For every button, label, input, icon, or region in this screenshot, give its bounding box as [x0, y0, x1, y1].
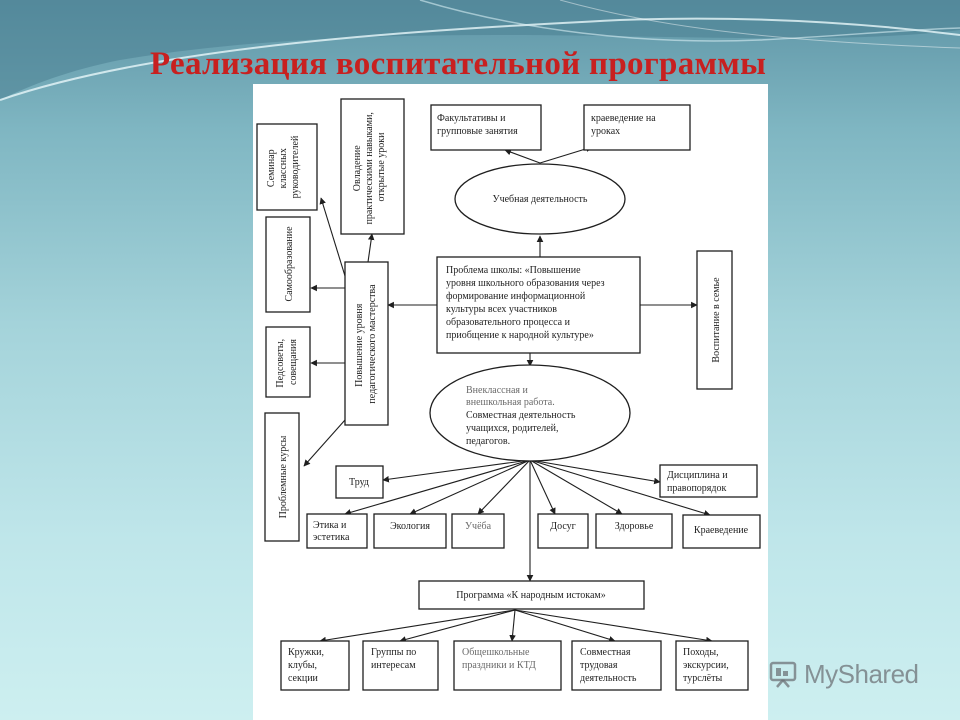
presentation-board-icon	[769, 661, 797, 688]
interest-groups-label: Группы по интересам	[371, 647, 419, 671]
electives-label: Факультативы и групповые занятия	[437, 113, 518, 137]
school-holidays-label: Общешкольные праздники и КТД	[462, 647, 536, 671]
clubs-label: Кружки, клубы, секции	[288, 647, 327, 684]
hikes-box	[675, 640, 749, 691]
local-history-label: Краеведение	[694, 525, 749, 536]
extracurricular-node	[429, 364, 631, 462]
councils-label: Педсоветы, совещания	[275, 336, 299, 387]
family-education-label: Воспитание в семье	[711, 277, 722, 363]
program-label: Программа «К народным истокам»	[456, 590, 605, 601]
school-holidays-box	[453, 640, 562, 691]
program-box	[418, 580, 645, 610]
study-direction-box	[451, 513, 505, 549]
ecology-box	[373, 513, 447, 549]
study-activity-node	[454, 163, 626, 235]
problem-courses-box	[264, 412, 300, 542]
leisure-label: Досуг	[550, 521, 575, 532]
pedagogical-mastery-label: Повышение уровня педагогического мастерс…	[354, 284, 378, 404]
councils-box	[265, 326, 311, 398]
flowchart: Факультативы и групповые занятия краевед…	[256, 98, 761, 691]
self-education-label: Самообразование	[284, 226, 295, 302]
local-history-box	[682, 514, 761, 549]
self-education-box	[265, 216, 311, 313]
local-history-lessons-box	[583, 104, 691, 151]
extracurricular-label: Внеклассная и внешкольная работа. Совмес…	[466, 385, 578, 447]
electives-box	[430, 104, 542, 151]
family-education-box	[696, 250, 733, 390]
seminar-label: Семинар классных руководителей	[266, 135, 301, 198]
labour-box	[335, 465, 384, 499]
ethics-label: Этика и эстетика	[313, 520, 350, 543]
joint-labour-box	[571, 640, 662, 691]
ecology-label: Экология	[390, 521, 430, 532]
study-direction-label: Учёба	[465, 521, 492, 532]
ethics-box	[306, 513, 368, 549]
local-history-lessons-label: краеведение на уроках	[591, 113, 658, 137]
practical-skills-box	[340, 98, 405, 235]
hikes-label: Походы, экскурсии, турслёты	[683, 647, 731, 684]
problem-courses-label: Проблемные курсы	[278, 435, 289, 518]
leisure-box	[537, 513, 589, 549]
pedagogical-mastery-box	[344, 261, 389, 426]
school-problem-text: Проблема школы: «Повышение уровня школьн…	[446, 265, 607, 341]
study-activity-label: Учебная деятельность	[493, 194, 588, 205]
discipline-label: Дисциплина и правопорядок	[667, 470, 730, 494]
health-label: Здоровье	[615, 521, 654, 532]
joint-labour-label: Совместная трудовая деятельность	[580, 647, 637, 684]
labour-label: Труд	[349, 477, 369, 488]
connectors	[303, 145, 713, 644]
interest-groups-box	[362, 640, 439, 691]
slide-title: Реализация воспитательной программы	[150, 46, 767, 82]
practical-skills-label: Овладение практическими навыками, открыт…	[352, 110, 387, 225]
watermark-brand: MyShared	[804, 658, 919, 689]
watermark: MyShared	[768, 656, 919, 692]
health-box	[595, 513, 673, 549]
discipline-box	[659, 464, 758, 498]
school-problem-box	[436, 256, 641, 354]
clubs-box	[280, 640, 350, 691]
seminar-box	[256, 123, 318, 211]
